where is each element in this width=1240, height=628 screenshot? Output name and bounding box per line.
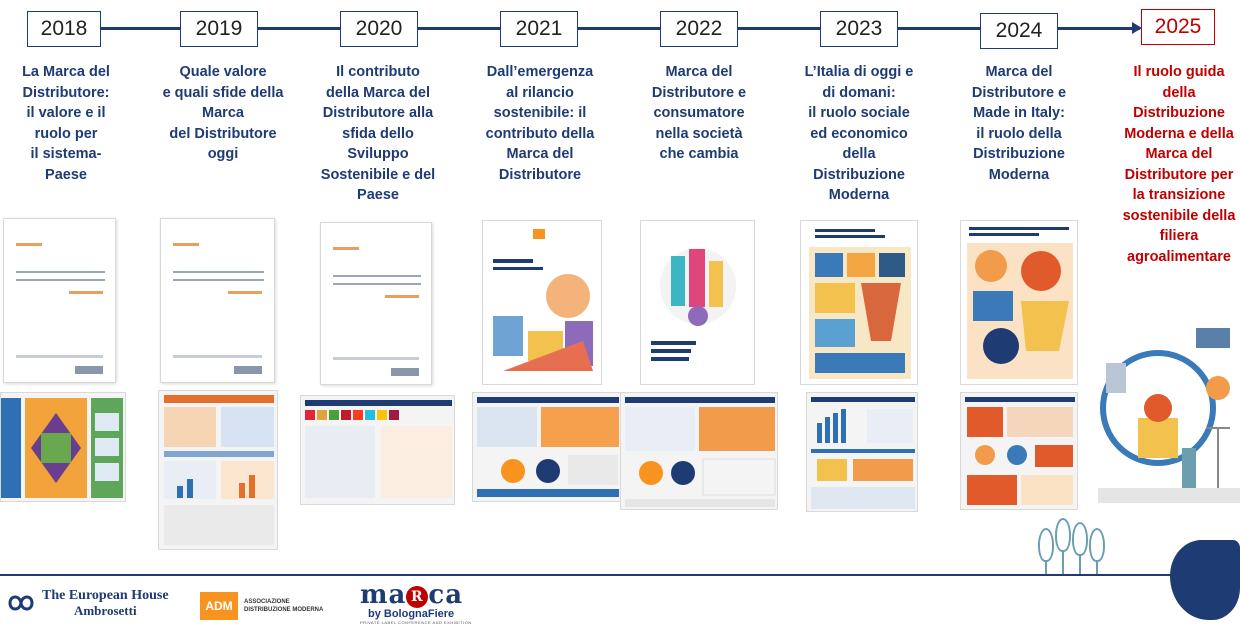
title-2020: Il contributo della Marca del Distributo… <box>320 64 436 203</box>
teha-subname: Ambrosetti <box>73 603 137 618</box>
infographic-2023 <box>806 392 918 512</box>
infographic-2020 <box>300 395 455 505</box>
marca-part-a: ma <box>360 580 407 610</box>
illustration-2025 <box>1098 318 1240 503</box>
tree-trunk <box>1062 550 1064 574</box>
adm-text-1: ASSOCIAZIONE <box>244 599 290 605</box>
year-box-2023: 2023 <box>820 11 898 47</box>
marca-sub: PRIVATE LABEL CONFERENCE AND EXHIBITION <box>360 620 472 625</box>
year-box-2019: 2019 <box>180 11 258 47</box>
teha-mark-icon <box>8 595 34 611</box>
marca-part-b: ca <box>428 580 464 610</box>
teha-name: The European House <box>42 588 169 603</box>
report-cover-2020 <box>320 222 432 385</box>
marca-by: by BolognaFiere <box>368 608 455 620</box>
footer-rule <box>0 574 1175 576</box>
report-cover-2021 <box>482 220 602 385</box>
tree-icon <box>1072 522 1088 556</box>
report-cover-2023 <box>800 220 918 385</box>
logo-adm: ADM ASSOCIAZIONE DISTRIBUZIONE MODERNA <box>200 592 323 620</box>
adm-mark: ADM <box>200 592 238 620</box>
decorative-blob <box>1170 540 1240 620</box>
title-2018: La Marca del Distributore: il valore e i… <box>22 64 110 183</box>
infographic-2021 <box>472 392 622 502</box>
report-cover-2019 <box>160 218 275 383</box>
title-2023: L’Italia di oggi e di domani: il ruolo s… <box>804 64 914 203</box>
title-2022: Marca del Distributore e consumatore nel… <box>651 64 747 162</box>
infographic-2024 <box>960 392 1078 510</box>
report-cover-2024 <box>960 220 1078 385</box>
title-2021: Dall’emergenza al rilancio sostenibile: … <box>485 64 595 183</box>
infographic-2022 <box>620 392 778 510</box>
report-cover-2022 <box>640 220 755 385</box>
report-cover-2018 <box>3 218 116 383</box>
year-box-2024: 2024 <box>980 13 1058 49</box>
timeline-axis <box>100 27 1140 30</box>
tree-icon <box>1055 518 1071 552</box>
title-2024: Marca del Distributore e Made in Italy: … <box>971 64 1067 183</box>
adm-text-2: DISTRIBUZIONE MODERNA <box>244 607 324 613</box>
tree-icon <box>1089 528 1105 562</box>
tree-icon <box>1038 528 1054 562</box>
tree-trunk <box>1079 554 1081 574</box>
tree-trunk <box>1045 560 1047 574</box>
infographic-2018 <box>0 392 126 502</box>
year-box-2020: 2020 <box>340 11 418 47</box>
title-2019: Quale valore e quali sfide della Marca d… <box>162 64 284 162</box>
title-2025: Il ruolo guida della Distribuzione Moder… <box>1122 64 1236 265</box>
year-box-2021: 2021 <box>500 11 578 47</box>
year-box-2025: 2025 <box>1141 9 1215 45</box>
year-box-2018: 2018 <box>27 11 101 47</box>
tree-trunk <box>1096 560 1098 574</box>
logo-teha: The European House Ambrosetti <box>8 588 169 618</box>
marca-r-badge: R <box>406 586 429 608</box>
year-box-2022: 2022 <box>660 11 738 47</box>
timeline-arrow <box>1132 22 1142 34</box>
infographic-2019 <box>158 390 278 550</box>
